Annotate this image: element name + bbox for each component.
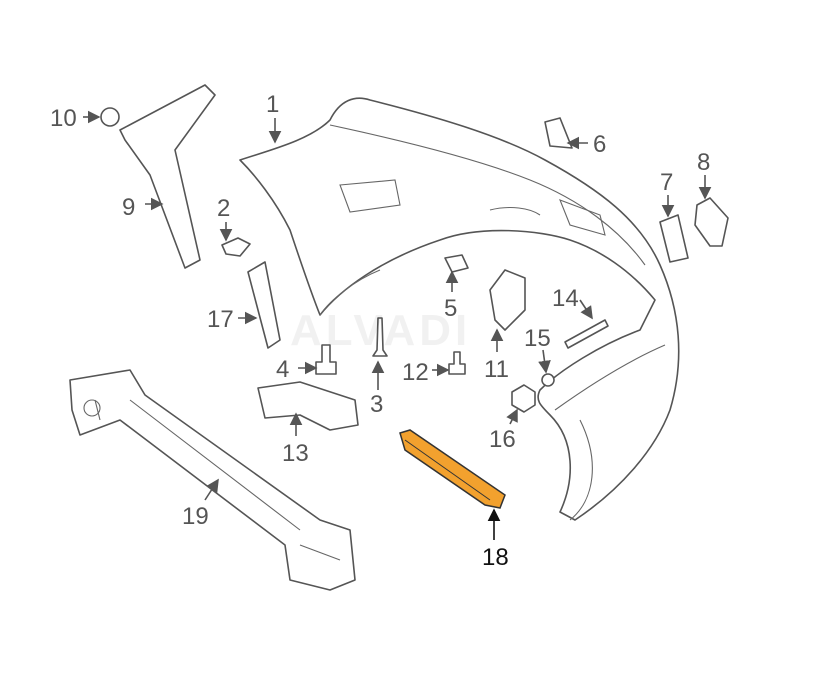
side-bracket-part[interactable] (119, 84, 216, 269)
bracket-13-part[interactable] (257, 381, 359, 431)
callout-19: 19 (182, 503, 209, 530)
nut-16-part[interactable] (511, 384, 536, 413)
callout-10: 10 (50, 105, 77, 132)
callout-2: 2 (217, 195, 230, 222)
pin-14-part[interactable] (564, 319, 609, 349)
callout-12: 12 (402, 359, 429, 386)
bracket-11-part[interactable] (489, 269, 526, 331)
callout-17: 17 (207, 306, 234, 333)
callout-6: 6 (593, 131, 606, 158)
bracket-17-part[interactable] (247, 261, 281, 349)
washer-15-part[interactable] (541, 373, 555, 387)
rivet-3-part[interactable] (372, 317, 388, 357)
bumper-cover-part[interactable] (239, 97, 680, 521)
callout-7: 7 (660, 169, 673, 196)
clip-part[interactable] (100, 107, 120, 127)
watermark: ALVADI (290, 306, 471, 355)
callout-13: 13 (282, 440, 309, 467)
callout-4: 4 (276, 356, 289, 383)
callout-9: 9 (122, 194, 135, 221)
highlighted-part-18[interactable] (399, 429, 506, 509)
callout-labels: 1 2 3 4 5 6 7 8 9 10 11 12 13 14 15 16 1… (50, 91, 710, 571)
callout-1: 1 (266, 91, 279, 118)
cap-8-part[interactable] (694, 197, 729, 247)
callout-18: 18 (482, 544, 509, 571)
push-pin-part[interactable] (221, 237, 251, 257)
callout-11: 11 (484, 356, 509, 383)
bolt-12-part[interactable] (448, 351, 466, 375)
cover-6-part[interactable] (544, 117, 573, 149)
callout-15: 15 (524, 325, 551, 352)
callout-8: 8 (697, 149, 710, 176)
bolt-4-part[interactable] (315, 344, 337, 375)
bracket-7-part[interactable] (659, 214, 689, 263)
callout-5: 5 (444, 295, 457, 322)
callout-16: 16 (489, 426, 516, 453)
callout-14: 14 (552, 285, 579, 312)
clip-5-part[interactable] (444, 254, 469, 273)
callout-3: 3 (370, 391, 383, 418)
callout-arrows (83, 110, 712, 540)
